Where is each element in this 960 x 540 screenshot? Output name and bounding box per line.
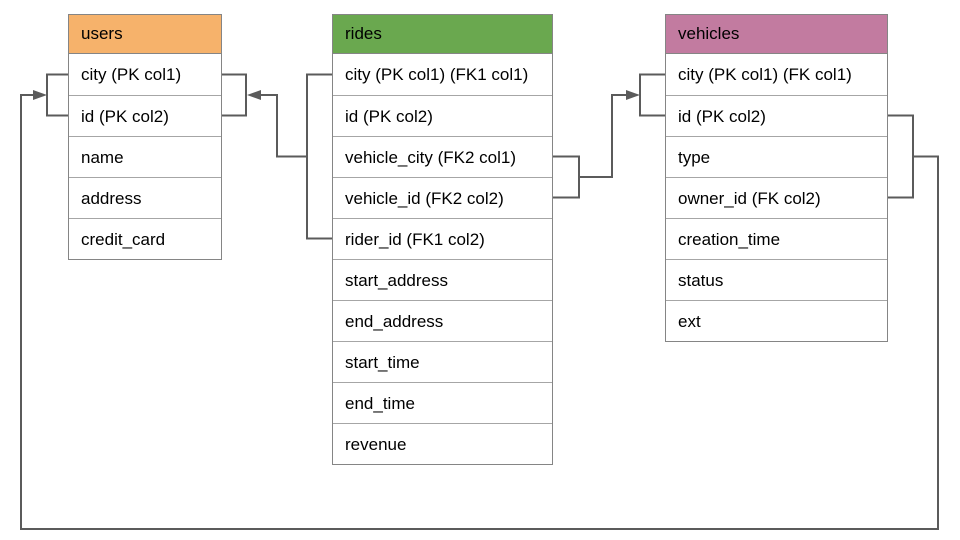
vehicles-left-bracket-line bbox=[639, 73, 665, 117]
table-row: city (PK col1) bbox=[69, 54, 221, 95]
table-row: type bbox=[666, 136, 887, 177]
table-row: end_address bbox=[333, 300, 552, 341]
fk1-connector-line bbox=[261, 94, 307, 158]
table-row: city (PK col1) (FK1 col1) bbox=[333, 54, 552, 95]
table-row: vehicle_id (FK2 col2) bbox=[333, 177, 552, 218]
vehicles-right-bracket-line bbox=[888, 114, 914, 199]
connector-fk2-rides-vehicles bbox=[553, 73, 665, 199]
table-row: address bbox=[69, 177, 221, 218]
table-row: id (PK col2) bbox=[666, 95, 887, 136]
connector-fk1-rides-users bbox=[222, 73, 332, 240]
fk-loop-connector-line bbox=[20, 94, 939, 530]
table-row: id (PK col2) bbox=[69, 95, 221, 136]
table-row: rider_id (FK1 col2) bbox=[333, 218, 552, 259]
table-row: id (PK col2) bbox=[333, 95, 552, 136]
table-vehicles-columns: city (PK col1) (FK col1)id (PK col2)type… bbox=[666, 54, 887, 341]
table-title-vehicles: vehicles bbox=[678, 24, 740, 43]
table-title-rides: rides bbox=[345, 24, 382, 43]
table-header-rides: rides bbox=[333, 15, 552, 54]
table-row: status bbox=[666, 259, 887, 300]
table-vehicles: vehicles city (PK col1) (FK col1)id (PK … bbox=[665, 14, 888, 342]
connector-fk-vehicles-users bbox=[20, 73, 939, 530]
fk1-arrowhead-icon bbox=[247, 90, 261, 100]
table-rides-columns: city (PK col1) (FK1 col1)id (PK col2)veh… bbox=[333, 54, 552, 464]
table-row: owner_id (FK col2) bbox=[666, 177, 887, 218]
fk2-connector-line bbox=[579, 94, 626, 178]
table-row: name bbox=[69, 136, 221, 177]
table-row: vehicle_city (FK2 col1) bbox=[333, 136, 552, 177]
table-header-vehicles: vehicles bbox=[666, 15, 887, 54]
fk-arrowhead-icon bbox=[33, 90, 47, 100]
table-row: ext bbox=[666, 300, 887, 341]
users-left-bracket-line bbox=[46, 73, 69, 117]
rides-left-bracket-line bbox=[306, 73, 332, 240]
table-title-users: users bbox=[81, 24, 123, 43]
table-row: start_time bbox=[333, 341, 552, 382]
table-row: credit_card bbox=[69, 218, 221, 259]
table-header-users: users bbox=[69, 15, 221, 54]
table-row: start_address bbox=[333, 259, 552, 300]
table-row: creation_time bbox=[666, 218, 887, 259]
rides-right-bracket-line bbox=[553, 155, 580, 199]
fk2-arrowhead-icon bbox=[626, 90, 640, 100]
table-row: revenue bbox=[333, 423, 552, 464]
table-rides: rides city (PK col1) (FK1 col1)id (PK co… bbox=[332, 14, 553, 465]
table-row: city (PK col1) (FK col1) bbox=[666, 54, 887, 95]
table-row: end_time bbox=[333, 382, 552, 423]
users-right-bracket-line bbox=[222, 73, 247, 117]
